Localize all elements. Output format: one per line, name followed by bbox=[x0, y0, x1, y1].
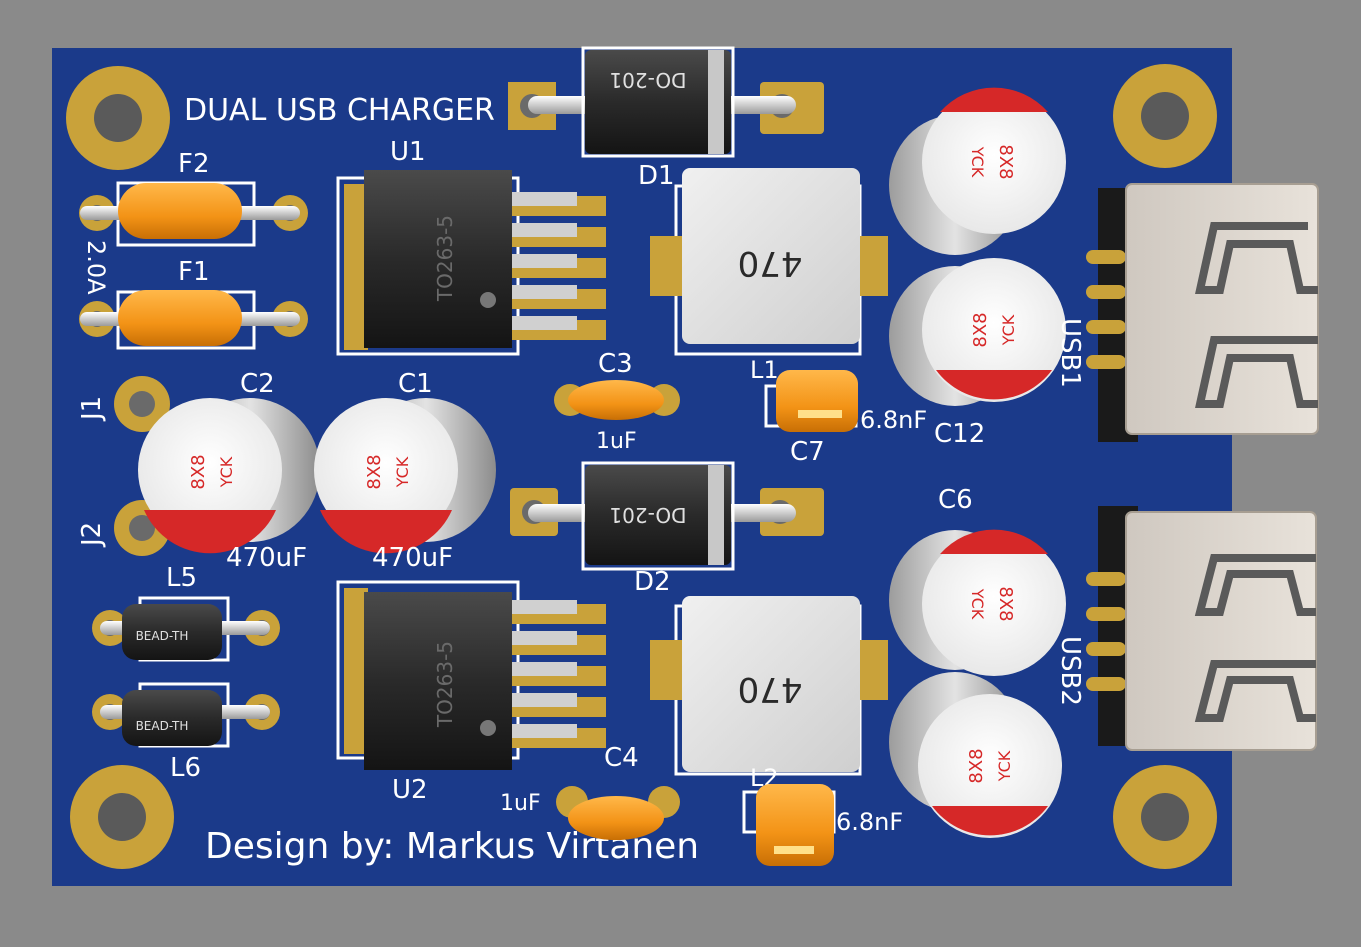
j1-connector-pad bbox=[114, 376, 170, 432]
c-l2-value: 6.8nF bbox=[836, 808, 903, 836]
usb1-label: USB1 bbox=[1055, 318, 1085, 388]
c12-label: C12 bbox=[934, 419, 985, 449]
capacitor-c4 bbox=[556, 786, 680, 840]
c7-value: 6.8nF bbox=[860, 406, 927, 434]
capacitor-smd-l2 bbox=[742, 784, 836, 866]
u1-marking: TO263-5 bbox=[433, 215, 457, 302]
l2-marking: 470 bbox=[738, 669, 803, 709]
u2-marking: TO263-5 bbox=[433, 641, 457, 728]
bead-l6: BEAD-TH bbox=[92, 682, 280, 748]
inductor-l2: 470 bbox=[650, 596, 888, 776]
mounting-hole-bottom-right bbox=[1113, 765, 1217, 869]
board-title: DUAL USB CHARGER bbox=[184, 93, 495, 128]
u1-label: U1 bbox=[390, 137, 426, 167]
fuse-rating: 2.0A bbox=[82, 240, 110, 295]
j1-label: J1 bbox=[77, 396, 107, 422]
capacitor-c1: 8X8 YCK bbox=[314, 398, 496, 554]
l6-marking: BEAD-TH bbox=[136, 719, 189, 733]
usb2-label: USB2 bbox=[1055, 636, 1085, 706]
diode-d2: DO-201 bbox=[510, 461, 824, 571]
f2-label: F2 bbox=[178, 149, 210, 179]
bead-l5: BEAD-TH bbox=[92, 596, 280, 662]
usb1-connector bbox=[1086, 183, 1319, 442]
f1-label: F1 bbox=[178, 257, 210, 287]
c6-size: 8X8 bbox=[995, 586, 1016, 621]
inductor-l1: 470 bbox=[650, 168, 888, 356]
u2-label: U2 bbox=[392, 775, 428, 805]
capacitor-top-right-upper: 8X8 YCK bbox=[889, 87, 1066, 255]
c6-label: C6 bbox=[938, 485, 973, 515]
fuse-f1 bbox=[79, 290, 308, 350]
c3-value: 1uF bbox=[596, 429, 637, 454]
cap-upper-brand: YCK bbox=[968, 146, 987, 178]
j2-label: J2 bbox=[77, 522, 107, 548]
diode-d1: DO-201 bbox=[508, 46, 824, 158]
regulator-u2: TO263-5 bbox=[336, 580, 606, 770]
c7-label: C7 bbox=[790, 437, 825, 467]
capacitor-c7 bbox=[764, 370, 858, 432]
c2-size: 8X8 bbox=[188, 454, 209, 489]
c1-label: C1 bbox=[398, 369, 433, 399]
l5-marking: BEAD-TH bbox=[136, 629, 189, 643]
d1-label: D1 bbox=[638, 161, 675, 191]
capacitor-c6: 8X8 YCK bbox=[889, 529, 1066, 676]
c2-value: 470uF bbox=[226, 543, 307, 573]
capacitor-c3 bbox=[554, 380, 680, 420]
capacitor-c2: 8X8 YCK bbox=[138, 398, 320, 554]
regulator-u1: TO263-5 bbox=[336, 170, 606, 356]
capacitor-c12: 8X8 YCK bbox=[889, 258, 1066, 406]
capacitor-bottom-right: 8X8 YCK bbox=[889, 672, 1062, 838]
l5-label: L5 bbox=[166, 563, 197, 593]
usb2-connector bbox=[1086, 506, 1317, 751]
l1-label: L1 bbox=[750, 356, 779, 384]
c2-brand: YCK bbox=[217, 456, 236, 488]
cap-lower-brand: YCK bbox=[995, 750, 1014, 782]
d2-marking: DO-201 bbox=[609, 503, 686, 527]
cap-lower-size: 8X8 bbox=[966, 748, 987, 783]
l1-marking: 470 bbox=[738, 243, 803, 283]
c1-value: 470uF bbox=[372, 543, 453, 573]
d2-label: D2 bbox=[634, 567, 671, 597]
mounting-hole-top-left bbox=[66, 66, 170, 170]
c3-label: C3 bbox=[598, 349, 633, 379]
c1-brand: YCK bbox=[393, 456, 412, 488]
mounting-hole-bottom-left bbox=[70, 765, 174, 869]
c4-value: 1uF bbox=[500, 791, 541, 816]
cap-upper-size: 8X8 bbox=[995, 144, 1016, 179]
fuse-f2 bbox=[79, 181, 308, 247]
d1-marking: DO-201 bbox=[609, 68, 686, 92]
c12-brand: YCK bbox=[999, 314, 1018, 346]
c4-label: C4 bbox=[604, 743, 639, 773]
c6-brand: YCK bbox=[968, 588, 987, 620]
l6-label: L6 bbox=[170, 753, 201, 783]
c12-size: 8X8 bbox=[970, 312, 991, 347]
c1-size: 8X8 bbox=[364, 454, 385, 489]
mounting-hole-top-right bbox=[1113, 64, 1217, 168]
c2-label: C2 bbox=[240, 369, 275, 399]
